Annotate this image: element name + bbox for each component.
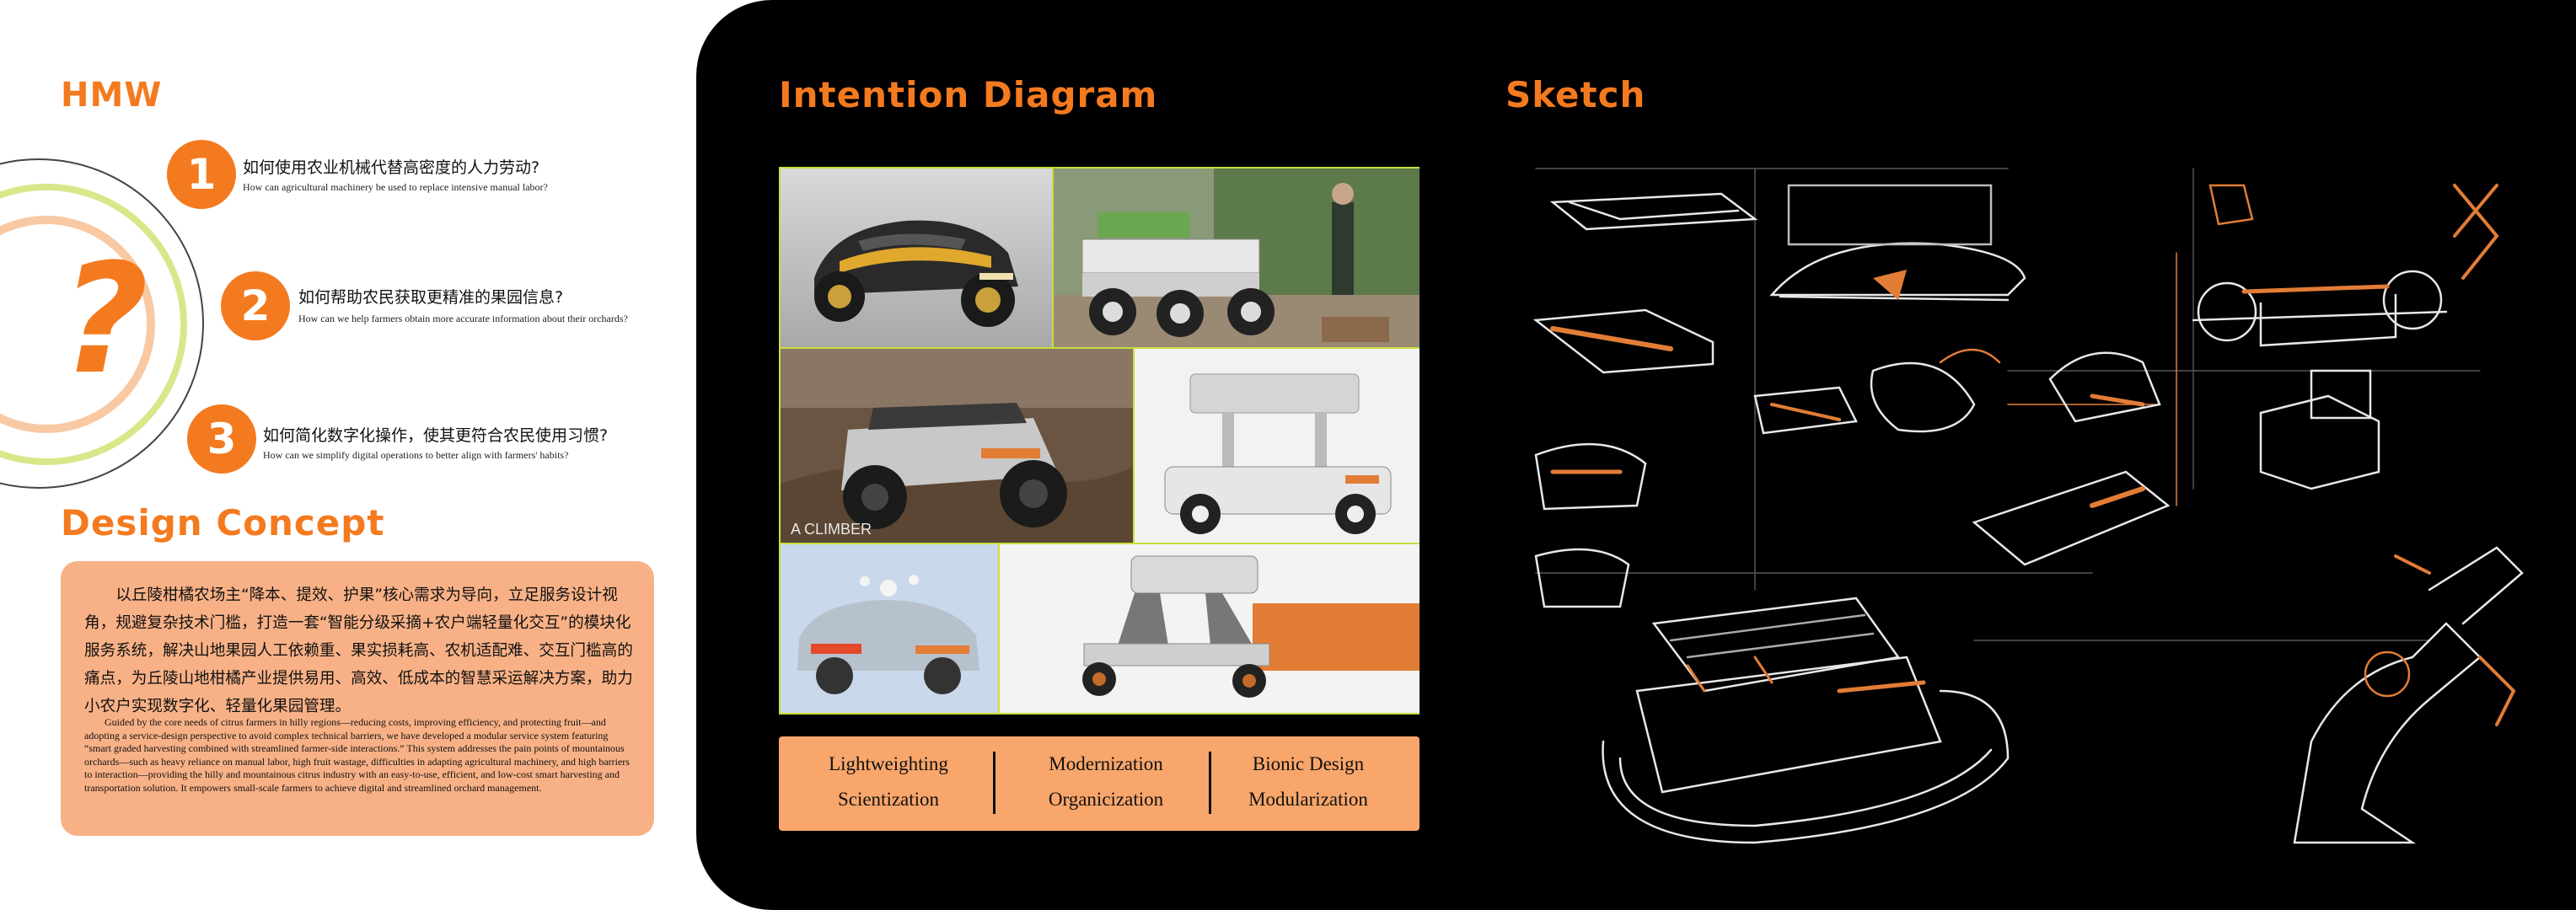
image-desert-climber: A CLIMBER <box>781 349 1133 543</box>
keyword-bionic-design: Bionic Design <box>1252 753 1365 774</box>
keyword-modularization: Modularization <box>1248 789 1368 810</box>
image-greenhouse-robot <box>1054 169 1419 347</box>
image-lift-robot <box>1000 544 1419 713</box>
design-concept-box <box>61 561 654 836</box>
image-offroad-vehicle <box>781 169 1052 347</box>
keyword-divider-2 <box>1209 752 1211 814</box>
keyword-divider-1 <box>993 752 996 814</box>
image-white-robot <box>1135 349 1419 543</box>
hmw-title: HMW <box>61 76 163 115</box>
keyword-bar <box>779 736 1419 831</box>
question-3-en: How can we simplify digital operations t… <box>263 449 569 461</box>
question-mark-icon: ? <box>60 232 149 408</box>
design-concept-cn: 以丘陵柑橘农场主“降本、提效、护果”核心需求为导向，立足服务设计视角，规避复杂技… <box>84 586 633 715</box>
sketch-illustration <box>1502 152 2536 868</box>
question-2-en: How can we help farmers obtain more accu… <box>298 313 628 324</box>
sketch-title: Sketch <box>1505 74 1646 115</box>
keyword-modernization: Modernization <box>1049 753 1163 774</box>
question-2-cn: 如何帮助农民获取更精准的果园信息? <box>298 288 564 307</box>
question-1-cn: 如何使用农业机械代替高密度的人力劳动? <box>243 158 540 177</box>
question-number-3: 3 <box>187 404 256 474</box>
keyword-organicization: Organicization <box>1048 789 1164 810</box>
question-1-en: How can agricultural machinery be used t… <box>243 181 548 193</box>
intention-image-grid: A CLIMBER <box>779 167 1419 715</box>
question-number-1: 1 <box>167 140 236 209</box>
design-concept-title: Design Concept <box>61 502 385 543</box>
question-number-2: 2 <box>221 271 290 340</box>
intention-diagram-title: Intention Diagram <box>779 74 1158 115</box>
question-3-cn: 如何简化数字化操作，使其更符合农民使用习惯? <box>263 426 609 445</box>
image-toy-vehicle <box>781 544 998 713</box>
design-concept-en: Guided by the core needs of citrus farme… <box>84 716 630 794</box>
keyword-lightweighting: Lightweighting <box>829 753 948 774</box>
keyword-scientization: Scientization <box>837 789 940 810</box>
image-caption-climber: A CLIMBER <box>791 521 872 538</box>
